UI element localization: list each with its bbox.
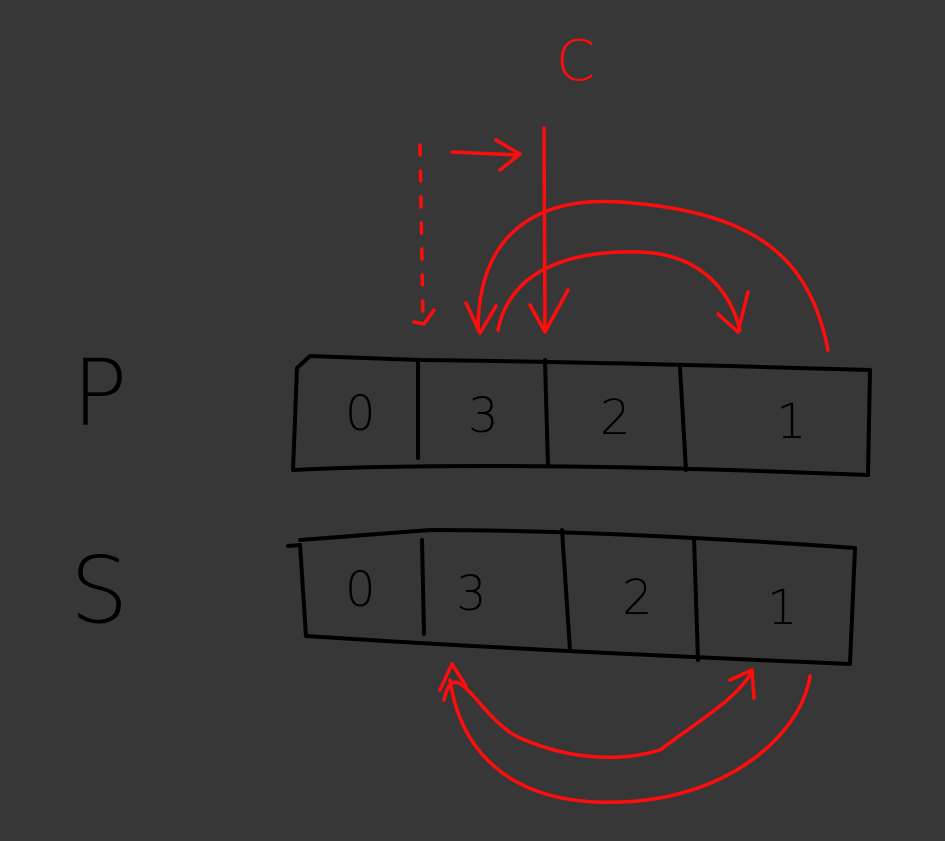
array-s-cell-0: 0 [345, 562, 376, 618]
pointer-label: C [556, 29, 595, 94]
array-s-divider [420, 538, 426, 636]
array-s-cell-2: 2 [622, 570, 653, 626]
swap-arc-outer-arrowhead [464, 301, 498, 335]
array-s-divider [560, 528, 572, 652]
array-s-cell-1: 3 [456, 566, 487, 622]
swap-arc-lower-inner [442, 670, 754, 760]
array-p-cell-3: 1 [776, 394, 807, 450]
swap-arc-lower-outer-arrowhead [438, 662, 468, 692]
array-p-divider [543, 358, 550, 468]
previous-pointer-dashed-line [418, 143, 425, 322]
array-s-cell-3: 1 [767, 580, 798, 636]
array-p-divider [678, 366, 688, 472]
array-p-cell-2: 2 [600, 390, 631, 446]
row-label-s: S [70, 537, 128, 644]
array-s: 0 3 2 1 [286, 528, 857, 666]
array-s-border [286, 528, 857, 666]
array-p-cell-0: 0 [345, 386, 376, 442]
swap-arc-inner [496, 250, 742, 332]
array-s-divider [692, 536, 700, 662]
swap-arc-lower-inner-arrowhead [728, 668, 756, 700]
swap-arc-inner-arrowhead [716, 290, 750, 334]
move-right-arrow [450, 150, 520, 157]
swap-arc-lower-outer [448, 674, 812, 804]
array-p-border [291, 354, 872, 477]
previous-pointer-arrowhead [412, 308, 436, 326]
array-p: 0 3 2 1 [291, 354, 872, 477]
array-p-cell-1: 3 [468, 388, 499, 444]
pointer-arrowhead [528, 288, 570, 334]
pointer-line [542, 126, 547, 332]
move-right-arrowhead [494, 138, 522, 172]
row-label-p: P [72, 340, 127, 447]
swap-arc-outer [476, 199, 830, 352]
